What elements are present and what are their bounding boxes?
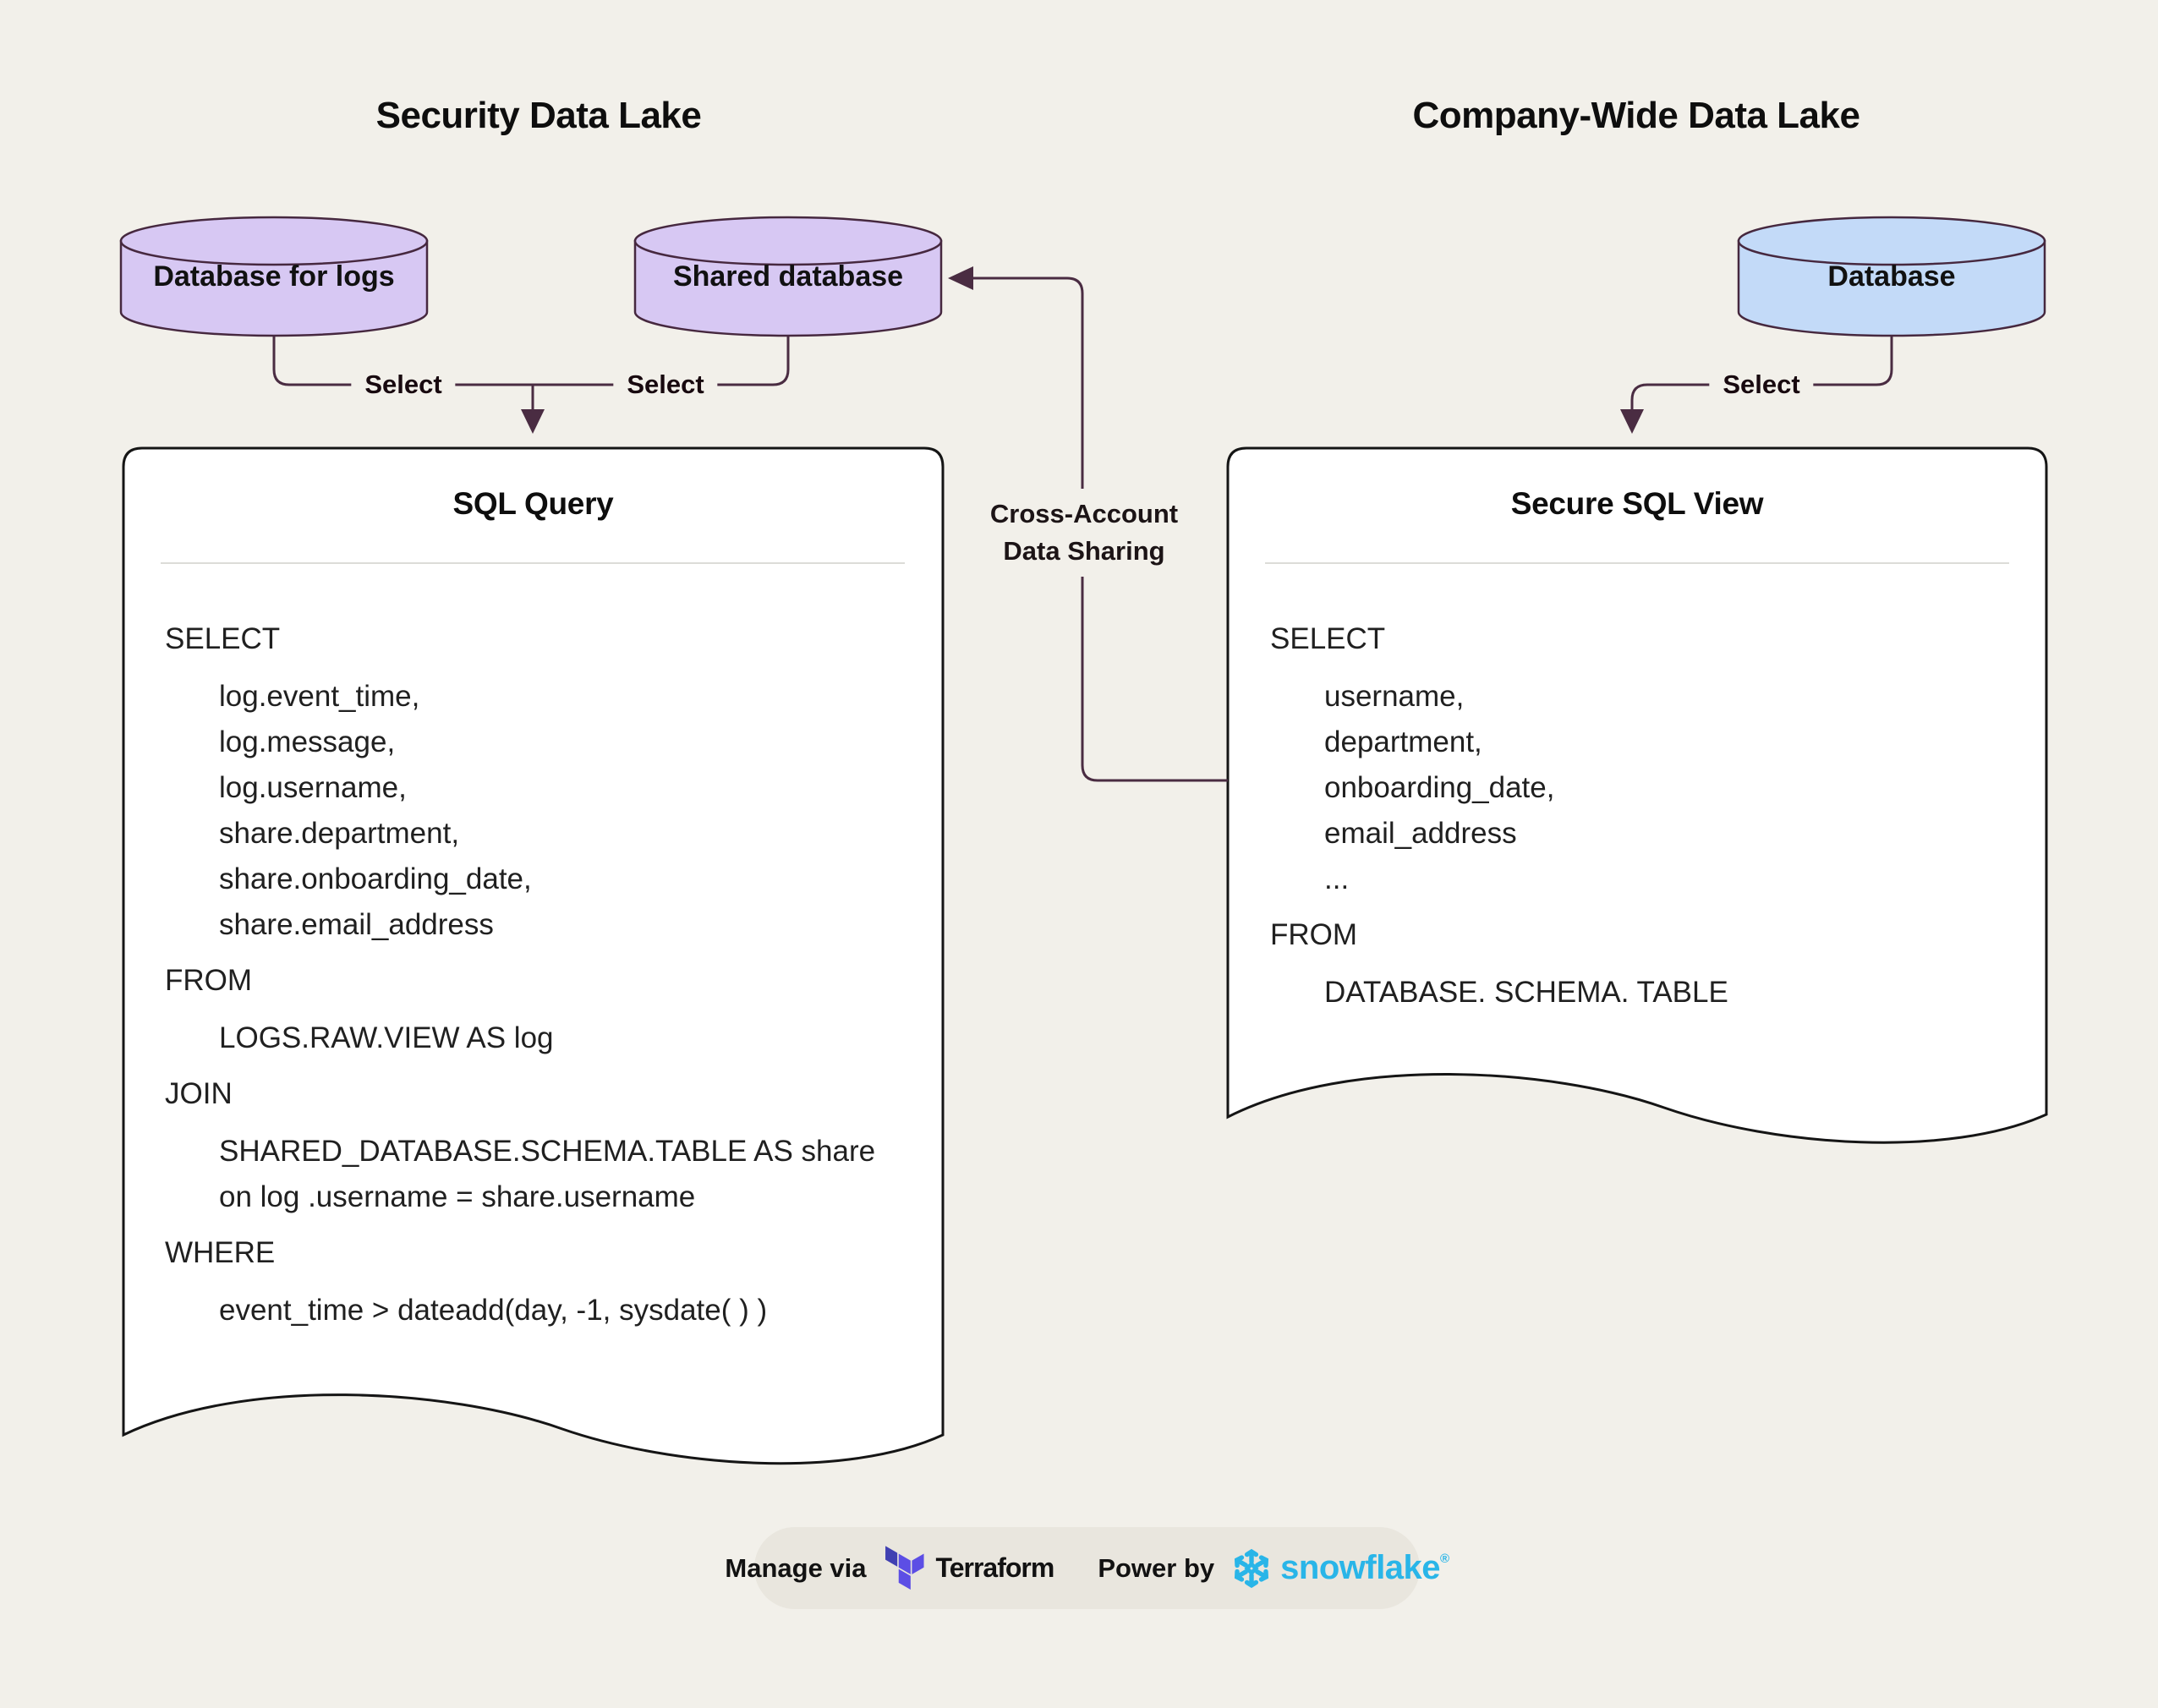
code-line: log.message,	[219, 725, 396, 758]
manage-via-label: Manage via	[725, 1552, 867, 1583]
code-line: JOIN	[165, 1077, 233, 1110]
sql-query-box-title: SQL Query	[452, 486, 614, 521]
cross-account-data-sharing-label: Cross-Account Data Sharing	[976, 489, 1192, 577]
cylinder-company-database	[1737, 216, 2046, 337]
section-title-company-wide-data-lake: Company-Wide Data Lake	[1412, 95, 1860, 136]
footer-attribution-pill: Manage via Terraform Power by snowflake®	[725, 1527, 1449, 1609]
code-line: ...	[1324, 862, 1350, 895]
select-label-logs: Select	[351, 366, 456, 403]
code-line: share.email_address	[219, 908, 494, 941]
cylinder-label-database: Database	[1827, 260, 1956, 293]
cylinder-label-shared-database: Shared database	[672, 260, 904, 293]
terraform-brand: Terraform	[882, 1545, 1054, 1592]
power-by-label: Power by	[1098, 1552, 1215, 1583]
code-line: share.onboarding_date,	[219, 862, 532, 895]
code-line: department,	[1324, 725, 1482, 758]
code-line: SELECT	[165, 622, 281, 655]
arrowhead-into-shared-database	[948, 266, 973, 290]
section-title-security-data-lake: Security Data Lake	[375, 95, 702, 136]
arrowhead-into-secure-view-box	[1620, 409, 1644, 434]
secure-sql-view-box-divider	[1265, 562, 2009, 564]
snowflake-logo-icon	[1235, 1548, 1269, 1588]
arrowhead-into-sql-query-box	[521, 409, 545, 434]
code-line: log.event_time,	[219, 680, 420, 713]
code-line: FROM	[165, 964, 253, 997]
select-connector-left	[272, 336, 790, 386]
snowflake-brand: snowflake®	[1230, 1547, 1449, 1590]
terraform-logo-icon	[885, 1545, 924, 1590]
cross-account-line1: Cross-Account	[989, 499, 1179, 528]
code-line: share.department,	[219, 817, 460, 850]
sql-query-code: SELECT log.event_time, log.message, log.use…	[165, 606, 875, 1333]
code-line: DATABASE. SCHEMA. TABLE	[1324, 976, 1728, 1009]
code-line: log.username,	[219, 771, 407, 804]
cross-account-line2: Data Sharing	[1003, 536, 1165, 566]
select-label-company: Select	[1709, 366, 1814, 403]
footer-divider-slash	[1065, 1546, 1087, 1590]
select-label-shared: Select	[613, 366, 718, 403]
snowflake-wordmark-text: snowflake	[1280, 1549, 1441, 1586]
secure-sql-view-box-title: Secure SQL View	[1510, 486, 1764, 521]
code-line: SHARED_DATABASE.SCHEMA.TABLE AS share	[219, 1135, 876, 1168]
cylinder-shared-database	[633, 216, 943, 337]
code-line: WHERE	[165, 1236, 276, 1269]
code-line: onboarding_date,	[1324, 771, 1555, 804]
code-line: on log .username = share.username	[219, 1180, 696, 1213]
secure-sql-view-box-outline	[1226, 446, 2048, 1144]
sql-query-box-divider	[161, 562, 905, 564]
terraform-wordmark: Terraform	[935, 1552, 1055, 1583]
cylinder-label-database-for-logs: Database for logs	[153, 260, 395, 293]
cylinder-database-for-logs	[119, 216, 429, 337]
code-line: event_time > dateadd(day, -1, sysdate( )…	[219, 1294, 768, 1327]
secure-sql-view-code: SELECT username, department, onboarding_dat…	[1270, 606, 1728, 1015]
code-line: email_address	[1324, 817, 1517, 850]
code-line: SELECT	[1270, 622, 1386, 655]
snowflake-wordmark: snowflake®	[1280, 1549, 1449, 1587]
sql-query-box-outline	[122, 446, 945, 1465]
code-line: FROM	[1270, 918, 1358, 951]
code-line: username,	[1324, 680, 1465, 713]
code-line: LOGS.RAW.VIEW AS log	[219, 1021, 554, 1054]
registered-trademark-symbol: ®	[1440, 1552, 1449, 1566]
